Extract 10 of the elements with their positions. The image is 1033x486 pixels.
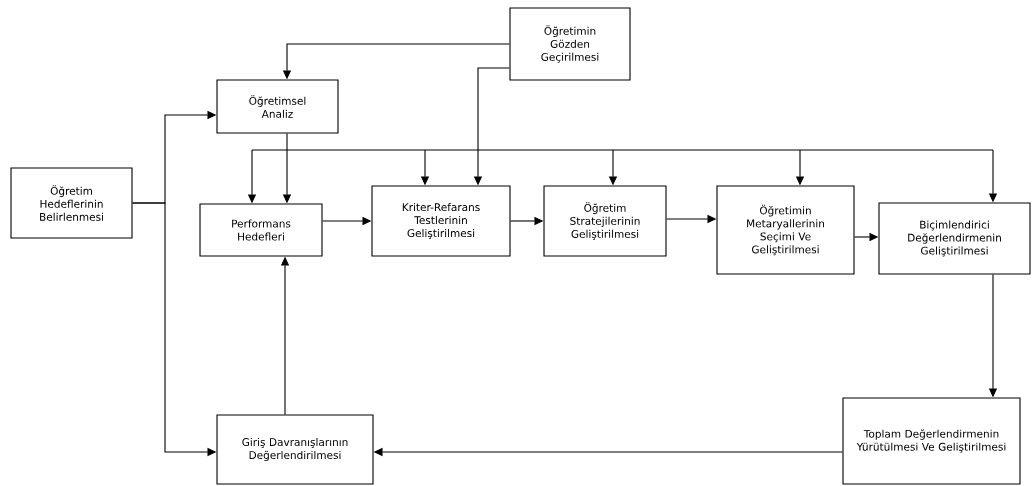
process-box: Biçimlendirici Değerlendirmenin Geliştirilmesi xyxy=(878,202,1031,275)
process-box: Öğretimin Gözden Geçirilmesi xyxy=(509,7,631,81)
process-box: Performans Hedefleri xyxy=(199,203,323,257)
process-box: Öğretim Stratejilerinin Geliştirilmesi xyxy=(543,185,667,257)
process-box: Giriş Davranışlarının Değerlendirilmesi xyxy=(216,414,374,485)
process-box: Kriter-Refarans Testlerinin Geliştirilmesi xyxy=(371,185,511,257)
process-box: Öğretim Hedeflerinin Belirlenmesi xyxy=(10,167,133,239)
process-box: Öğretimin Metaryallerinin Seçimi Ve Geliştirilmesi xyxy=(716,185,855,275)
process-box: Öğretimsel Analiz xyxy=(216,79,339,134)
process-box: Toplam Değerlendirmenin Yürütülmesi Ve Geliştirilmesi xyxy=(842,397,1021,485)
